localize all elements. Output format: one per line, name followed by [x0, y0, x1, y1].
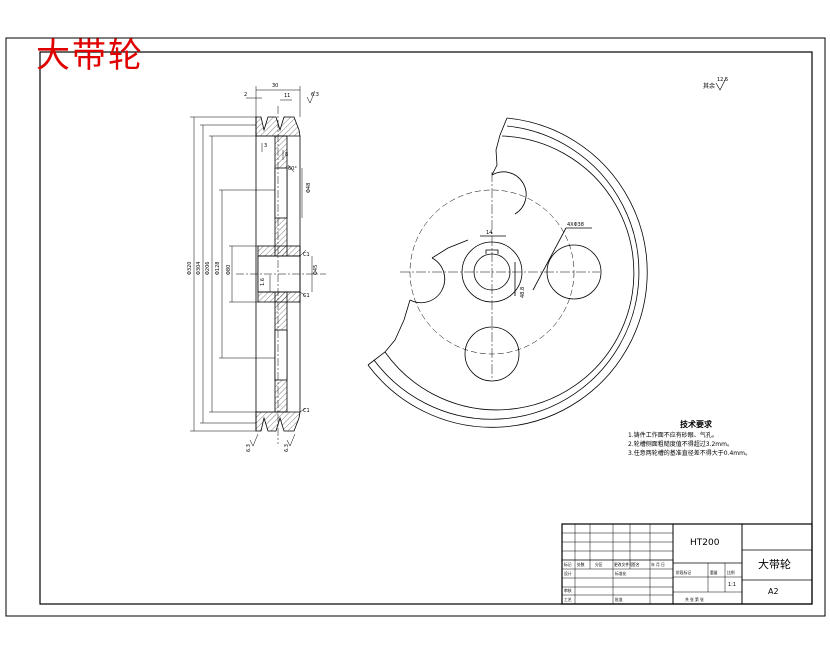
svg-text:Φ320: Φ320 — [187, 262, 193, 275]
sheet-size: A2 — [768, 587, 779, 596]
scale: 1:1 — [728, 582, 736, 588]
svg-text:11: 11 — [284, 93, 290, 99]
svg-text:Φ80: Φ80 — [226, 265, 232, 275]
svg-text:8: 8 — [285, 152, 288, 158]
svg-text:分区: 分区 — [595, 562, 603, 567]
material: HT200 — [690, 538, 720, 548]
svg-text:1.6: 1.6 — [260, 278, 266, 286]
svg-text:3: 3 — [264, 143, 267, 149]
svg-text:30: 30 — [272, 83, 278, 89]
svg-text:2: 2 — [244, 92, 247, 98]
svg-text:60°: 60° — [288, 166, 297, 172]
svg-text:48.8: 48.8 — [520, 287, 526, 298]
svg-text:标记: 标记 — [564, 562, 572, 567]
roughness-note: 其余 12.5 — [703, 77, 728, 91]
title-block — [561, 523, 813, 605]
tech-item-3: 3.任意两轮槽的基准直径差不得大于0.4mm。 — [628, 449, 751, 457]
svg-text:重量: 重量 — [710, 570, 718, 575]
svg-text:C1: C1 — [303, 293, 310, 299]
svg-text:批准: 批准 — [615, 597, 623, 602]
lightening-hole-bottom — [464, 326, 520, 382]
tech-item-1: 1.铸件工作面不应有砂眼、气孔。 — [628, 431, 718, 439]
lightening-hole-right — [546, 244, 602, 300]
svg-text:其余: 其余 — [703, 82, 715, 90]
svg-text:设计: 设计 — [564, 571, 572, 576]
tech-item-2: 2.轮槽侧面粗糙度值不得超过3.2mm。 — [628, 440, 733, 448]
svg-text:6.3: 6.3 — [246, 444, 252, 452]
title-block-text: HT200 大带轮 A2 1:1 标记 处数 分区 更改文件号 签名 年 月 日… — [564, 538, 791, 602]
svg-text:比例: 比例 — [727, 570, 735, 575]
rim-outer-arc — [367, 117, 648, 428]
svg-text:标准化: 标准化 — [615, 571, 627, 576]
svg-text:签名: 签名 — [632, 562, 640, 567]
side-section-view — [236, 106, 326, 444]
hub-outer — [461, 241, 523, 303]
outer-frame — [5, 37, 826, 617]
svg-text:Φ128: Φ128 — [215, 262, 221, 275]
svg-text:Φ304: Φ304 — [196, 262, 202, 275]
svg-text:Φ48: Φ48 — [306, 183, 312, 193]
svg-text:C1: C1 — [303, 408, 310, 414]
svg-text:Φ206: Φ206 — [205, 262, 211, 275]
front-view-labels: 4XΦ38 14 48.8 — [486, 222, 584, 298]
svg-text:更改文件号: 更改文件号 — [614, 562, 633, 567]
svg-text:14: 14 — [486, 230, 492, 236]
svg-text:技术要求: 技术要求 — [680, 419, 713, 429]
svg-text:12.5: 12.5 — [717, 77, 728, 83]
side-dimensions — [190, 86, 316, 447]
break-line — [491, 117, 508, 176]
front-view — [367, 117, 648, 428]
bore — [473, 253, 511, 291]
svg-text:年 月 日: 年 月 日 — [651, 562, 665, 567]
svg-text:6.3: 6.3 — [311, 92, 319, 98]
svg-text:共 张 第 张: 共 张 第 张 — [685, 597, 704, 602]
part-name: 大带轮 — [758, 557, 791, 571]
svg-text:审核: 审核 — [564, 588, 572, 593]
svg-text:处数: 处数 — [577, 562, 585, 567]
svg-text:6.3: 6.3 — [284, 444, 290, 452]
svg-text:Φ45: Φ45 — [313, 265, 319, 275]
svg-text:阶段标记: 阶段标记 — [676, 570, 691, 575]
inner-frame — [39, 51, 813, 605]
svg-text:C1: C1 — [303, 252, 310, 258]
drawing-heading: 大带轮 — [36, 36, 144, 76]
svg-text:工艺: 工艺 — [564, 597, 572, 602]
tech-requirements: 技术要求 1.铸件工作面不应有砂眼、气孔。 2.轮槽侧面粗糙度值不得超过3.2m… — [628, 419, 751, 457]
side-dimension-labels: 30 2 11 6.3 Φ320 Φ304 Φ206 Φ128 Φ80 Φ48 … — [187, 83, 319, 452]
svg-text:4XΦ38: 4XΦ38 — [567, 222, 584, 228]
